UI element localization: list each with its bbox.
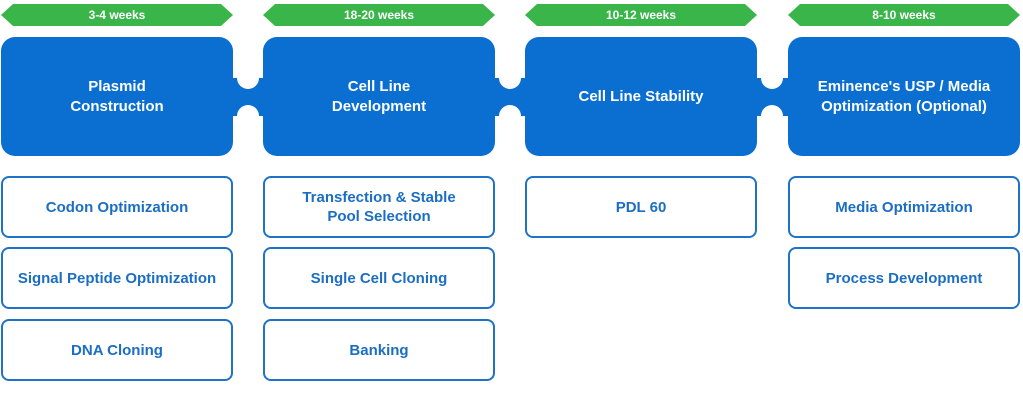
duration-label: 8-10 weeks <box>872 8 936 22</box>
task-box-banking: Banking <box>263 319 495 381</box>
duration-banner: 18-20 weeks <box>263 4 495 26</box>
stage-column-cell-line-development: 18-20 weeks Cell Line Development Transf… <box>263 0 495 404</box>
duration-banner: 8-10 weeks <box>788 4 1020 26</box>
duration-banner: 10-12 weeks <box>525 4 757 26</box>
stage-column-plasmid-construction: 3-4 weeks Plasmid Construction Codon Opt… <box>1 0 233 404</box>
task-label: Banking <box>349 341 409 359</box>
task-label: PDL 60 <box>615 198 667 216</box>
duration-arrow-shape <box>788 4 1020 26</box>
task-box-dna-cloning: DNA Cloning <box>1 319 233 381</box>
task-label: DNA Cloning <box>71 341 163 359</box>
duration-banner: 3-4 weeks <box>1 4 233 26</box>
task-box-pdl-60: PDL 60 <box>525 176 757 238</box>
duration-label: 18-20 weeks <box>343 8 415 22</box>
stage-box: Plasmid Construction <box>1 37 233 156</box>
stage-column-usp-media-optimization: 8-10 weeks Eminence's USP / Media Optimi… <box>788 0 1020 404</box>
duration-arrow-shape <box>1 4 233 26</box>
duration-label: 3-4 weeks <box>88 8 146 22</box>
stage-title: Cell Line Development <box>331 77 427 115</box>
stage-title: Plasmid Construction <box>70 77 164 115</box>
stage-column-cell-line-stability: 10-12 weeks Cell Line Stability PDL 60 <box>525 0 757 404</box>
stage-box: Eminence's USP / Media Optimization (Opt… <box>788 37 1020 156</box>
task-box-signal-peptide-optimization: Signal Peptide Optimization <box>1 247 233 309</box>
task-label: Media Optimization <box>835 198 973 216</box>
duration-arrow-shape <box>263 4 495 26</box>
stage-title: Cell Line Stability <box>578 87 704 105</box>
task-label: Single Cell Cloning <box>310 269 448 287</box>
duration-label: 10-12 weeks <box>605 8 677 22</box>
task-box-single-cell-cloning: Single Cell Cloning <box>263 247 495 309</box>
task-box-media-optimization: Media Optimization <box>788 176 1020 238</box>
task-label: Codon Optimization <box>45 198 189 216</box>
task-label: Signal Peptide Optimization <box>17 269 217 287</box>
task-box-codon-optimization: Codon Optimization <box>1 176 233 238</box>
stage-box: Cell Line Stability <box>525 37 757 156</box>
task-box-transfection-stable-pool-selection: Transfection & Stable Pool Selection <box>263 176 495 238</box>
stage-title: Eminence's USP / Media Optimization (Opt… <box>817 77 991 115</box>
task-label: Process Development <box>825 269 983 287</box>
stage-box: Cell Line Development <box>263 37 495 156</box>
task-box-process-development: Process Development <box>788 247 1020 309</box>
duration-arrow-shape <box>525 4 757 26</box>
task-label: Transfection & Stable Pool Selection <box>302 189 456 225</box>
